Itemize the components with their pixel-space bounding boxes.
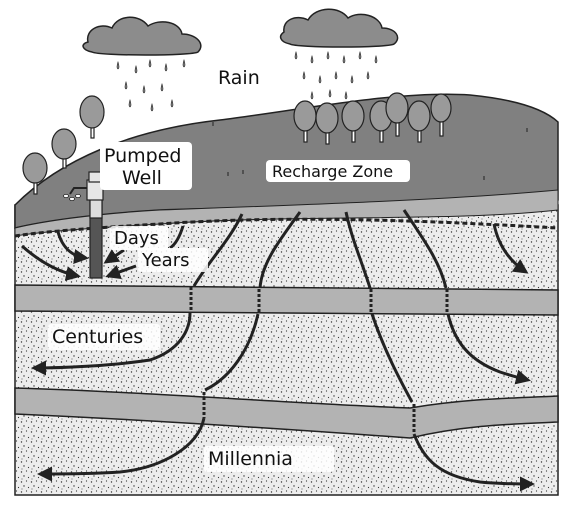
millennia-label-bg — [204, 446, 334, 472]
pumped-well — [69, 171, 104, 279]
flow-years-arrow — [105, 264, 137, 280]
flow-right-mid — [370, 313, 414, 403]
water-table-line — [14, 217, 559, 238]
confining-layer-lower — [14, 387, 559, 439]
years-label-bg — [138, 248, 208, 272]
flow-millennia-mid — [204, 313, 260, 392]
flow-edge-right — [492, 223, 529, 274]
days-label: Days — [114, 228, 159, 249]
flow-days-arrow — [103, 248, 125, 264]
flow-right-lower — [412, 433, 535, 492]
flow-far-right-upper — [402, 209, 448, 289]
flow-centuries-lower — [31, 312, 192, 376]
flow-lines — [21, 209, 535, 492]
pumped-label: Pumped — [104, 145, 181, 167]
well-label: Well — [122, 167, 162, 189]
centuries-label: Centuries — [52, 326, 143, 348]
flow-days-left — [56, 231, 89, 264]
trees-left — [22, 95, 105, 195]
recharge-zone-label: Recharge Zone — [272, 162, 393, 181]
flow-days-bottom-left — [21, 244, 81, 281]
flow-millennia-upper — [258, 211, 302, 289]
flow-days-top — [169, 225, 185, 250]
water-spray — [63, 193, 81, 201]
flow-millennia-lower — [37, 417, 206, 482]
cloud-left — [82, 16, 202, 56]
centuries-label-bg — [48, 324, 160, 350]
pumped-well-label-bg — [100, 142, 192, 190]
flow-far-right-lower — [446, 313, 531, 385]
grass-ticks — [212, 122, 528, 180]
rain-label: Rain — [218, 67, 260, 89]
flow-centuries-upper — [192, 213, 244, 287]
cloud-right — [279, 8, 399, 48]
years-label: Years — [141, 250, 190, 271]
days-label-bg — [110, 226, 168, 250]
flow-right-upper — [344, 211, 372, 289]
confining-layer-upper — [14, 284, 559, 316]
trees-recharge-zone — [293, 92, 452, 145]
rain-drops — [116, 51, 378, 112]
millennia-label: Millennia — [208, 448, 293, 470]
recharge-zone-label-bg — [266, 160, 410, 182]
